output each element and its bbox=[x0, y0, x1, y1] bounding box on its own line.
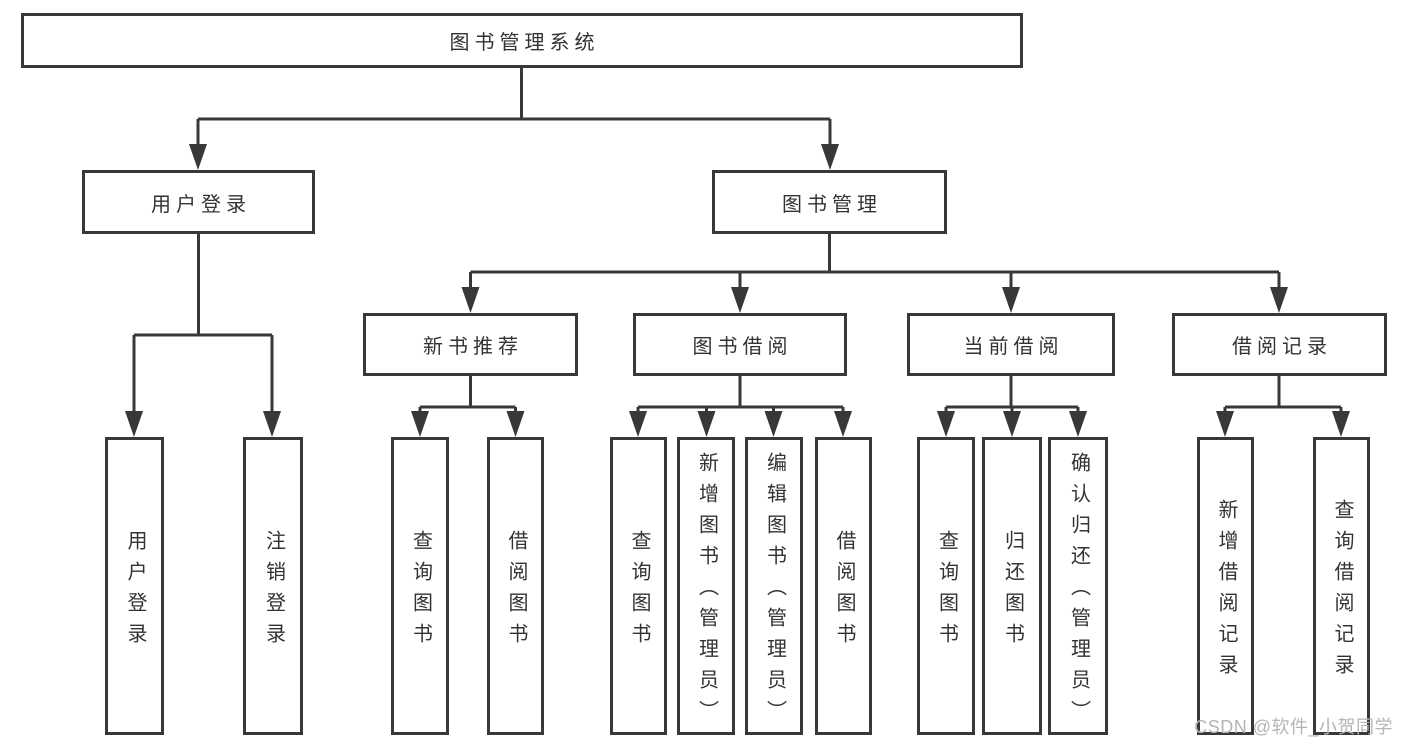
leaf-query-books-current-label: 查询图书 bbox=[935, 529, 958, 654]
node-new-book-recommend: 新书推荐 bbox=[363, 313, 578, 376]
node-book-management: 图书管理 bbox=[712, 170, 947, 234]
node-root-label: 图书管理系统 bbox=[449, 32, 600, 54]
leaf-query-books-borrow-label: 查询图书 bbox=[628, 529, 650, 654]
leaf-borrow-books-label: 借阅图书 bbox=[833, 529, 855, 654]
leaf-query-books-current: 查询图书 bbox=[917, 437, 975, 735]
connector-book-management bbox=[461, 234, 1288, 313]
leaf-borrow-books: 借阅图书 bbox=[815, 437, 872, 735]
node-borrow-records-label: 借阅记录 bbox=[1232, 336, 1332, 358]
node-book-management-label: 图书管理 bbox=[782, 193, 882, 216]
connector-user-login bbox=[125, 234, 281, 437]
leaf-query-books-recommend-label: 查询图书 bbox=[409, 529, 432, 654]
leaf-borrow-books-recommend: 借阅图书 bbox=[487, 437, 544, 735]
leaf-query-books-borrow: 查询图书 bbox=[610, 437, 667, 735]
leaf-return-book: 归还图书 bbox=[982, 437, 1042, 735]
node-user-login-label: 用户登录 bbox=[151, 193, 251, 216]
leaf-add-borrow-record: 新增借阅记录 bbox=[1197, 437, 1254, 735]
node-new-book-recommend-label: 新书推荐 bbox=[423, 336, 523, 358]
leaf-edit-book-admin: 编辑图书（管理员） bbox=[745, 437, 803, 735]
connector-borrow-records bbox=[1216, 376, 1350, 437]
connector-root bbox=[189, 68, 839, 170]
leaf-logout: 注销登录 bbox=[243, 437, 303, 735]
node-current-borrow-label: 当前借阅 bbox=[963, 336, 1064, 358]
leaf-user-login-label: 用户登录 bbox=[124, 529, 146, 654]
watermark-text: CSDN @软件_小贺同学 bbox=[1194, 717, 1393, 737]
connector-new-book-recommend bbox=[411, 376, 525, 437]
leaf-query-books-recommend: 查询图书 bbox=[391, 437, 449, 735]
leaf-confirm-return-admin-label: 确认归还（管理员） bbox=[1067, 452, 1090, 731]
leaf-logout-label: 注销登录 bbox=[262, 529, 285, 654]
leaf-add-borrow-record-label: 新增借阅记录 bbox=[1215, 498, 1237, 685]
leaf-add-book-admin: 新增图书（管理员） bbox=[677, 437, 735, 735]
connector-current-borrow bbox=[937, 376, 1087, 437]
leaf-user-login: 用户登录 bbox=[105, 437, 164, 735]
node-book-borrow-label: 图书借阅 bbox=[692, 336, 793, 358]
leaf-add-book-admin-label: 新增图书（管理员） bbox=[695, 452, 718, 731]
node-user-login: 用户登录 bbox=[82, 170, 315, 234]
node-current-borrow: 当前借阅 bbox=[907, 313, 1115, 376]
leaf-confirm-return-admin: 确认归还（管理员） bbox=[1048, 437, 1108, 735]
leaf-query-borrow-record-label: 查询借阅记录 bbox=[1331, 498, 1353, 685]
leaf-return-book-label: 归还图书 bbox=[1001, 529, 1024, 654]
connector-book-borrow bbox=[629, 376, 852, 437]
node-borrow-records: 借阅记录 bbox=[1172, 313, 1387, 376]
node-book-borrow: 图书借阅 bbox=[633, 313, 847, 376]
leaf-borrow-books-recommend-label: 借阅图书 bbox=[505, 529, 527, 654]
leaf-edit-book-admin-label: 编辑图书（管理员） bbox=[763, 452, 786, 731]
leaf-query-borrow-record: 查询借阅记录 bbox=[1313, 437, 1370, 735]
node-root: 图书管理系统 bbox=[21, 13, 1023, 68]
